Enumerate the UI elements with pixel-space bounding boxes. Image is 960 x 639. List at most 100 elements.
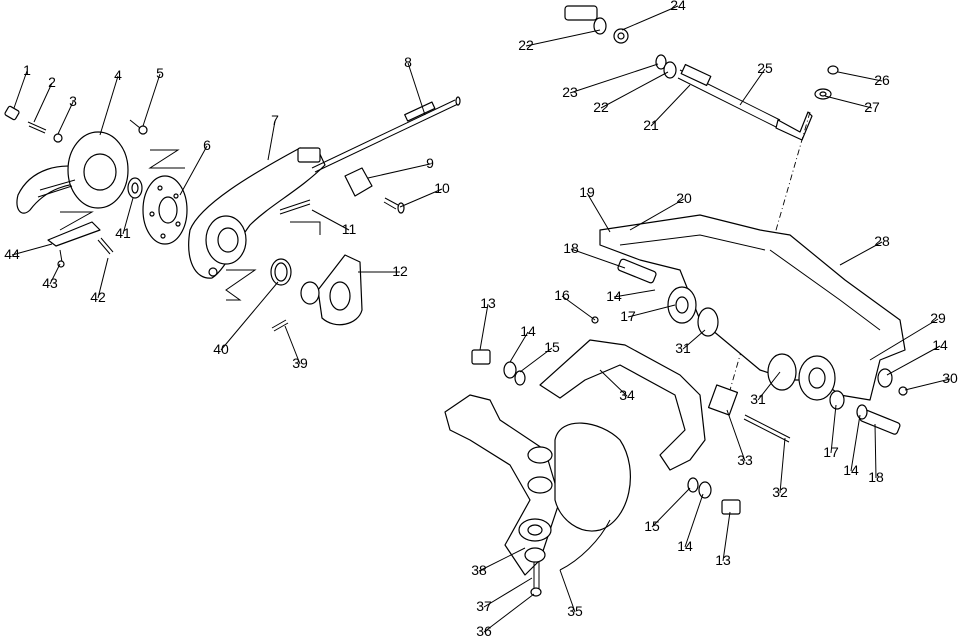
part-37-bolt [533,562,540,590]
leader-line [519,347,553,373]
callout-label: 14 [932,337,948,353]
leader-line [886,345,941,376]
leader-line [220,281,279,351]
callout-label: 41 [115,225,131,241]
callout-label: 4 [114,67,122,83]
callout-label: 17 [823,444,839,460]
callout-label: 10 [434,180,450,196]
leader-line [179,145,208,196]
callout-label: 19 [579,184,595,200]
callout-label: 14 [843,462,859,478]
callout-label: 21 [643,117,659,133]
callout-label: 1 [23,62,31,78]
leader-line [839,241,883,266]
callout-label: 26 [874,72,890,88]
callout-label: 33 [737,452,753,468]
part-10-bolt [383,197,405,214]
leader-line [569,63,659,94]
part-41-washer [127,177,143,199]
leader-line [904,378,951,391]
part-2-bolt [27,121,47,134]
part-24-gear [613,28,629,44]
leader-line [682,329,706,350]
part-14-washer-bottom [698,481,712,499]
callout-label: 37 [476,598,492,614]
callout-label: 23 [562,84,578,100]
callout-label: 22 [593,99,609,115]
leader-line [49,263,61,285]
part-40-o-ring [270,258,292,286]
leader-line [627,304,676,318]
leader-line [407,62,426,116]
callout-label: 38 [471,562,487,578]
part-38-bushing [524,547,546,563]
callout-label: 30 [942,370,958,386]
part-4-brake-lever [16,131,129,214]
leader-line [561,295,596,321]
callout-label: 18 [868,469,884,485]
leader-line [399,188,443,208]
leader-line [722,511,731,562]
callout-label: 12 [392,263,408,279]
callout-label: 32 [772,484,788,500]
part-23-washer [655,54,667,70]
leader-line [559,569,576,613]
part-26-clip [827,65,839,75]
part-42-spring [97,237,114,255]
leader-line [57,101,74,135]
part-25-shift-shaft [564,5,813,141]
callout-label: 14 [520,323,536,339]
callout-label: 11 [342,221,357,237]
leader-line [869,318,939,361]
leader-line [830,404,837,454]
part-32-bolt [743,414,791,443]
leader-line [525,29,601,47]
leader-line [850,414,861,472]
part-14-washer-right [877,368,893,388]
callout-label: 15 [544,339,560,355]
part-44-brake-pad [47,221,101,247]
callout-label: 2 [48,74,56,90]
callout-label: 25 [757,60,773,76]
leader-line [586,192,611,233]
leader-line [142,73,161,127]
callout-label: 16 [554,287,570,303]
part-22-bearing [663,61,677,79]
callout-label: 36 [476,623,492,639]
leader-line [629,198,685,231]
leader-line [483,593,535,633]
callout-label: 20 [676,190,692,206]
leader-line [837,71,883,82]
leader-line [33,82,53,123]
leader-line [367,163,431,179]
callout-label: 17 [620,308,636,324]
callout-label: 14 [606,288,622,304]
callout-label: 39 [292,355,308,371]
callout-label: 35 [567,603,583,619]
part-39-spring [271,319,289,332]
callout-label: 40 [213,341,229,357]
part-15-spacer-mid [514,370,526,386]
part-9-bracket [344,167,373,197]
leader-line [599,369,628,397]
leader-line [874,423,877,479]
callout-label: 6 [203,137,211,153]
leader-line [13,70,28,109]
callout-label: 31 [675,340,691,356]
alignment-lines-left [59,149,321,301]
part-12-caliper [300,254,363,326]
callout-label: 34 [619,387,635,403]
leader-line [600,71,669,109]
leader-line [650,84,691,127]
leader-line [739,68,766,106]
callout-label: 44 [4,246,20,262]
callout-label: 42 [90,289,106,305]
part-14-washer-mid [503,361,517,379]
callout-label: 22 [518,37,534,53]
part-3-nut [53,133,63,143]
part-13-bolt-lower [721,499,741,515]
leader-line [479,303,489,351]
